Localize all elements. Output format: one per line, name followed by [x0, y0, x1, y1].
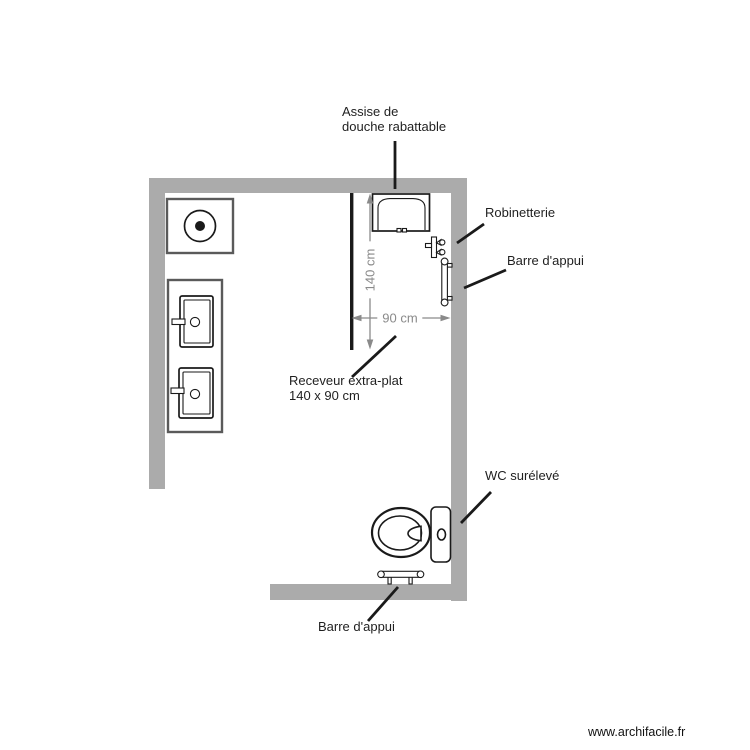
leader-lines: [351, 141, 507, 622]
faucet-bar: [430, 236, 438, 259]
faucet-spout: [424, 242, 433, 249]
label-shower-seat: Assise de douche rabattable: [342, 104, 447, 134]
label-faucet: Robinetterie: [485, 205, 556, 220]
wall-top[interactable]: [149, 178, 467, 193]
bar-end: [377, 570, 385, 579]
folding-shower-seat[interactable]: [371, 193, 431, 233]
flush-button: [436, 528, 447, 541]
label-line: 140 x 90 cm: [289, 387, 360, 403]
shower-screen[interactable]: [350, 193, 354, 350]
wall-right[interactable]: [451, 178, 467, 601]
leader-faucet: [456, 222, 485, 245]
label-grab-bar-right: Barre d'appui: [507, 253, 584, 268]
double-washbasin[interactable]: [166, 278, 224, 434]
leader-toilet: [459, 491, 493, 524]
water-heater-dot: [195, 221, 205, 231]
drain: [189, 316, 201, 328]
bar-foot: [387, 576, 392, 585]
label-line: douche rabattable: [342, 118, 447, 134]
leader-shower-tray: [351, 334, 397, 379]
grab-bar-bottom[interactable]: [377, 570, 425, 585]
walls: [149, 178, 467, 601]
drain: [189, 388, 201, 400]
wall-left[interactable]: [149, 178, 165, 489]
leader-grab-bar-right: [463, 268, 507, 290]
bar-tube: [441, 261, 448, 303]
watermark: www.archifacile.fr: [588, 725, 686, 739]
water-heater[interactable]: [165, 197, 235, 255]
washbasin-bottom: [170, 367, 214, 419]
seat-hinge: [401, 227, 408, 233]
label-grab-bar-bottom: Barre d'appui: [318, 619, 395, 634]
shower-faucet[interactable]: [424, 236, 446, 259]
bar-foot: [408, 576, 413, 585]
faucet-tab: [170, 387, 185, 395]
flush-outlet: [407, 525, 422, 542]
wall-bottom[interactable]: [270, 584, 451, 600]
bar-end: [416, 570, 425, 579]
faucet-handle-bottom: [435, 248, 446, 256]
label-toilet: WC surélevé: [485, 468, 560, 483]
label-shower-tray: Receveur extra-plat 140 x 90 cm: [289, 373, 403, 403]
leader-grab-bar-bottom: [366, 586, 400, 622]
label-line: Receveur extra-plat: [289, 373, 403, 388]
faucet-handle-top: [435, 238, 446, 247]
faucet-tab: [171, 318, 186, 326]
bar-tube: [380, 570, 421, 578]
bar-end: [440, 298, 449, 307]
bar-end: [440, 257, 449, 266]
dimension-width-text: 90 cm: [377, 310, 423, 326]
washbasin-top: [171, 295, 214, 348]
dimension-height-text: 140 cm: [362, 241, 378, 299]
grab-bar-right[interactable]: [440, 257, 453, 307]
label-line: Assise de: [342, 104, 399, 119]
toilet[interactable]: [370, 506, 452, 563]
seat-hinge: [396, 227, 402, 233]
seat-curve: [377, 198, 426, 230]
